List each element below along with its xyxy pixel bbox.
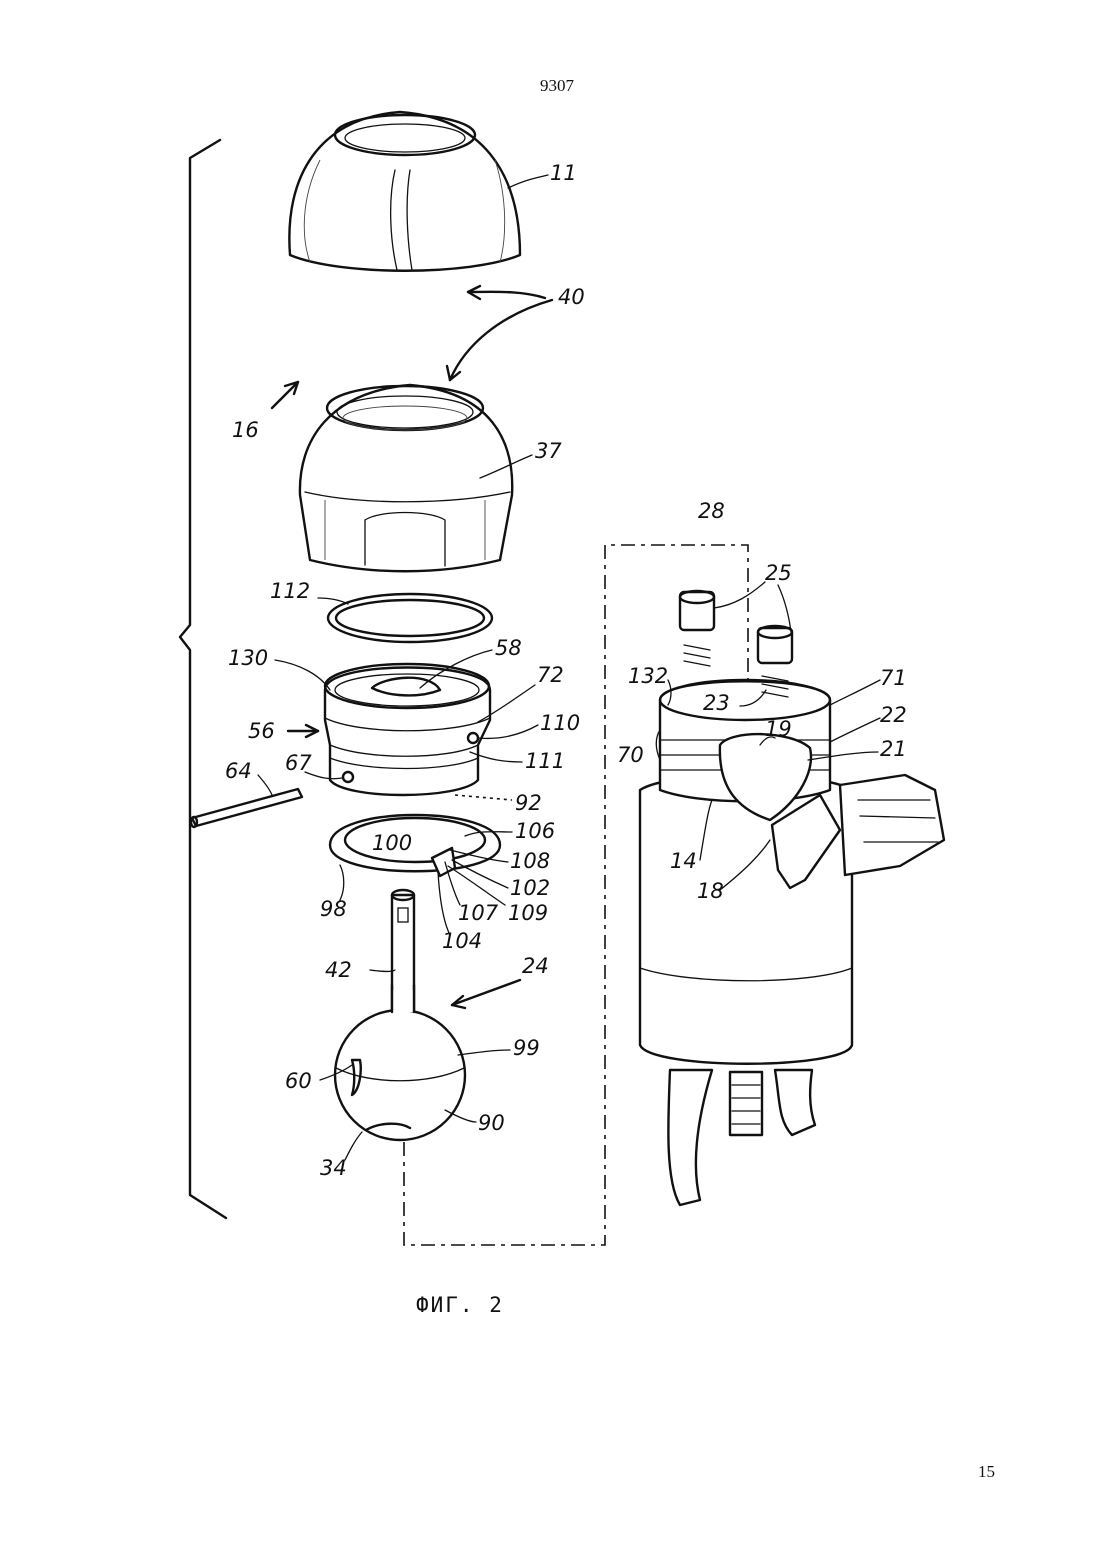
label-28: 28 [698, 499, 725, 523]
label-64: 64 [225, 759, 252, 783]
label-112: 112 [270, 579, 310, 603]
label-40: 40 [558, 285, 585, 309]
label-60: 60 [285, 1069, 312, 1093]
label-90: 90 [478, 1111, 505, 1135]
seal-ring-part-98 [330, 815, 500, 876]
label-92: 92 [515, 791, 542, 815]
ball-stem-part-24 [335, 890, 465, 1140]
o-ring-part-112 [328, 594, 492, 642]
label-132: 132 [628, 664, 668, 688]
label-18: 18 [697, 879, 724, 903]
label-111: 111 [525, 749, 565, 773]
label-24: 24 [522, 954, 549, 978]
label-99: 99 [513, 1036, 540, 1060]
label-34: 34 [320, 1156, 347, 1180]
label-25: 25 [765, 561, 792, 585]
group-brace [180, 140, 226, 1218]
label-14: 14 [670, 849, 697, 873]
label-21: 21 [880, 737, 907, 761]
page-number: 15 [978, 1462, 995, 1482]
label-110: 110 [540, 711, 580, 735]
label-98: 98 [320, 897, 347, 921]
label-70: 70 [617, 743, 644, 767]
label-71: 71 [880, 666, 907, 690]
leader-92-dotted [455, 795, 512, 800]
pin-part-64 [191, 789, 302, 827]
label-11: 11 [550, 161, 577, 185]
label-109: 109 [508, 901, 548, 925]
label-56: 56 [248, 719, 275, 743]
label-67: 67 [285, 751, 312, 775]
label-107: 107 [458, 901, 499, 925]
label-130: 130 [228, 646, 268, 670]
label-22: 22 [880, 703, 907, 727]
figure-caption: ФИГ. 2 [416, 1293, 504, 1317]
label-58: 58 [495, 636, 522, 660]
cartridge-cap-part-56 [325, 664, 490, 795]
label-102: 102 [510, 876, 550, 900]
label-104: 104 [442, 929, 482, 953]
label-106: 106 [515, 819, 555, 843]
label-100: 100 [372, 831, 412, 855]
label-72: 72 [537, 663, 564, 687]
label-108: 108 [510, 849, 550, 873]
cap-part-11 [289, 112, 520, 271]
label-37: 37 [535, 439, 562, 463]
label-16: 16 [232, 418, 259, 442]
label-23: 23 [703, 691, 730, 715]
label-42: 42 [325, 958, 352, 982]
